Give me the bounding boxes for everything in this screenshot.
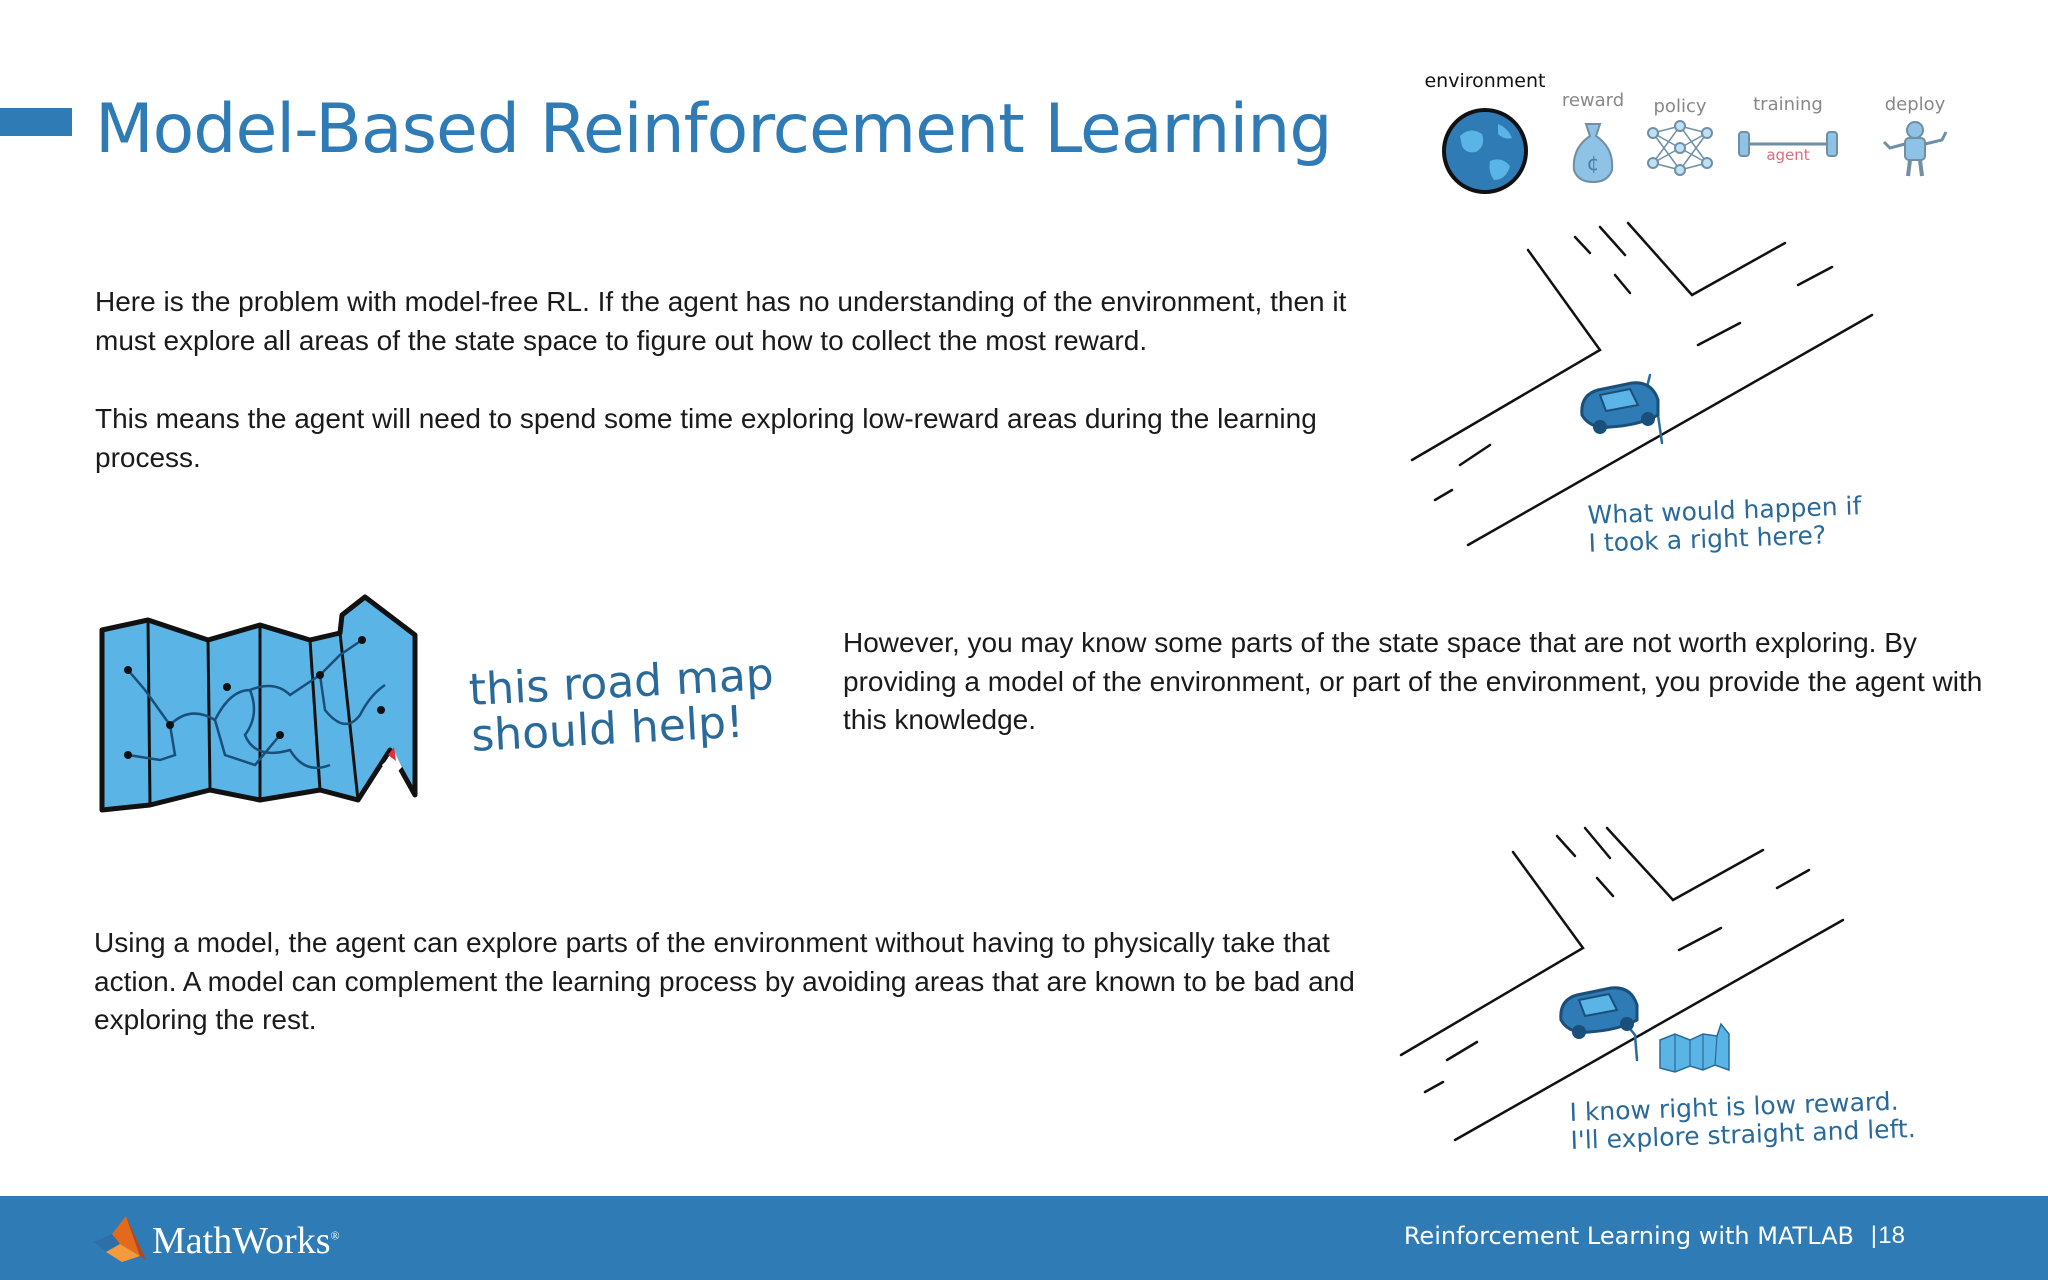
car-icon	[1580, 381, 1660, 434]
course-title: Reinforcement Learning with MATLAB	[1403, 1222, 1854, 1250]
thought-bubble-top: What would happen if I took a right here…	[1587, 491, 1862, 558]
paragraph-model-knowledge: However, you may know some parts of the …	[843, 627, 1983, 735]
neural-network-icon	[1647, 120, 1713, 176]
barbell-icon: agent	[1738, 131, 1838, 164]
policy-item: policy	[1640, 96, 1720, 176]
globe-icon	[1442, 108, 1528, 194]
deploy-label: deploy	[1884, 94, 1946, 115]
mathworks-brand: MathWorks®	[152, 1220, 340, 1262]
environment-label: environment	[1424, 70, 1546, 92]
footer-bar	[0, 1196, 2048, 1280]
footer-separator: |	[1870, 1222, 1877, 1249]
page-number: 18	[1878, 1222, 1905, 1249]
training-item: training agent	[1733, 94, 1843, 164]
car-icon	[1559, 986, 1639, 1039]
reward-item: reward ¢	[1553, 90, 1633, 184]
environment-item: environment	[1415, 70, 1555, 194]
map-pin-icon	[382, 747, 402, 780]
training-label: training	[1753, 94, 1823, 115]
road-map-icon	[99, 594, 418, 813]
paragraph-low-reward-exploration: This means the agent will need to spend …	[95, 403, 1317, 473]
small-map-icon	[1659, 1022, 1730, 1073]
road-intersection-illustration-bottom	[1399, 826, 1845, 1142]
mathworks-logo-icon	[94, 1216, 146, 1262]
paragraph-model-free-problem: Here is the problem with model-free RL. …	[95, 286, 1347, 356]
reward-label: reward	[1561, 90, 1625, 111]
paragraph-using-a-model: Using a model, the agent can explore par…	[94, 927, 1355, 1035]
money-bag-icon: ¢	[1572, 123, 1614, 184]
svg-text:¢: ¢	[1587, 151, 1600, 175]
agent-label: agent	[1766, 146, 1809, 164]
road-intersection-illustration-top	[1410, 221, 1874, 547]
title-accent-bar	[0, 108, 72, 136]
policy-label: policy	[1653, 96, 1707, 117]
brand-name: MathWorks	[152, 1220, 331, 1262]
rl-workflow-icons: environment reward ¢ policy	[1415, 70, 1975, 200]
robot-icon	[1882, 121, 1948, 177]
deploy-item: deploy	[1875, 94, 1955, 177]
page-title: Model-Based Reinforcement Learning	[95, 90, 1333, 169]
map-caption: this road map should help!	[467, 649, 775, 762]
